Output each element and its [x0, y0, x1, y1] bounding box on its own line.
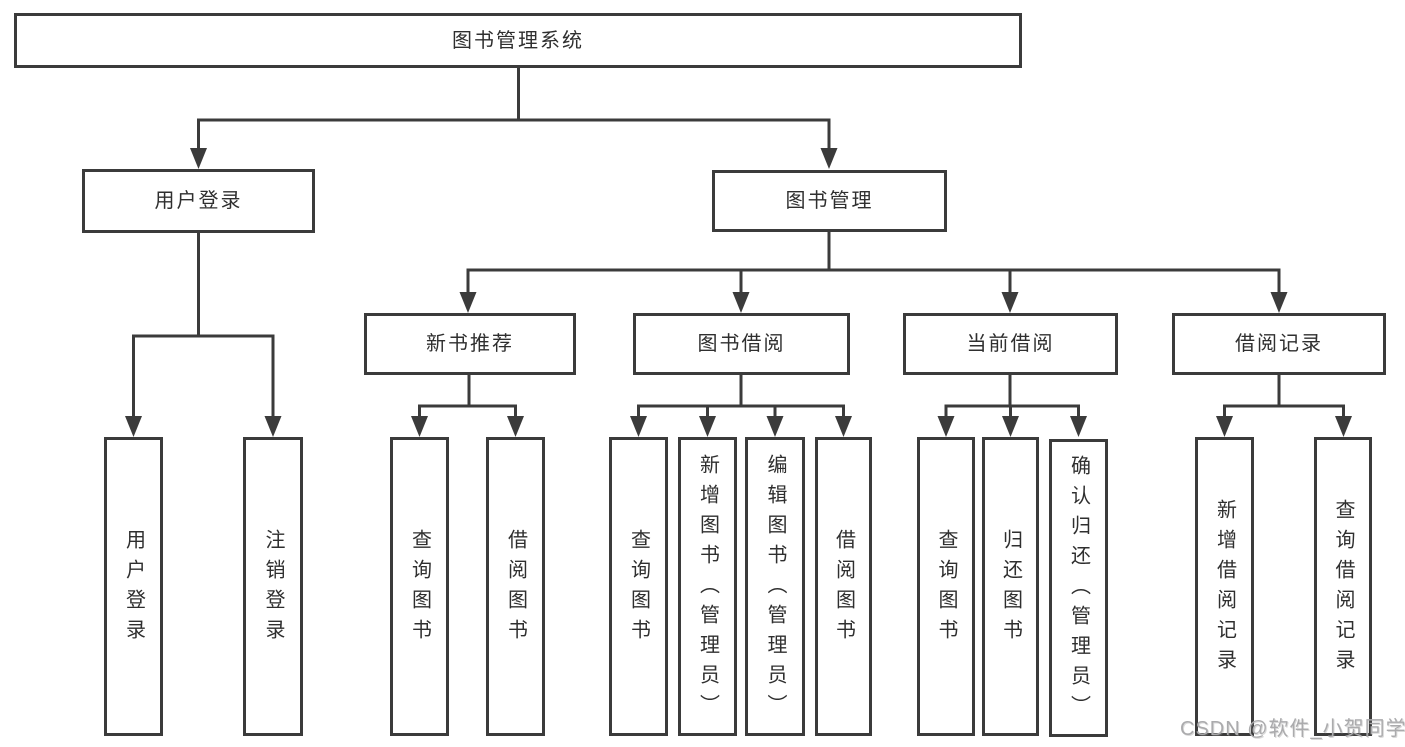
leaf-query-books-1: 查询图书 [390, 437, 449, 736]
node-user-login: 用户登录 [82, 169, 315, 233]
leaf-return-books: 归还图书 [982, 437, 1039, 736]
node-library-management-system: 图书管理系统 [14, 13, 1022, 68]
node-new-book-recommendation: 新书推荐 [364, 313, 576, 375]
leaf-edit-book-admin: 编辑图书（管理员） [745, 437, 805, 736]
node-book-management: 图书管理 [712, 170, 947, 232]
watermark: CSDN @软件_小贺同学 [1180, 718, 1405, 740]
leaf-borrow-books-2: 借阅图书 [815, 437, 872, 736]
leaf-borrow-books-1: 借阅图书 [486, 437, 545, 736]
leaf-query-books-2: 查询图书 [609, 437, 668, 736]
leaf-add-borrow-record: 新增借阅记录 [1195, 437, 1254, 736]
node-borrowing-records: 借阅记录 [1172, 313, 1386, 375]
leaf-logout: 注销登录 [243, 437, 303, 736]
leaf-confirm-return-admin: 确认归还（管理员） [1049, 439, 1108, 737]
node-current-borrowing: 当前借阅 [903, 313, 1118, 375]
node-book-borrowing: 图书借阅 [633, 313, 850, 375]
leaf-query-borrow-record: 查询借阅记录 [1314, 437, 1372, 736]
leaf-user-login: 用户登录 [104, 437, 163, 736]
leaf-query-books-3: 查询图书 [917, 437, 975, 736]
leaf-add-book-admin: 新增图书（管理员） [678, 437, 737, 736]
